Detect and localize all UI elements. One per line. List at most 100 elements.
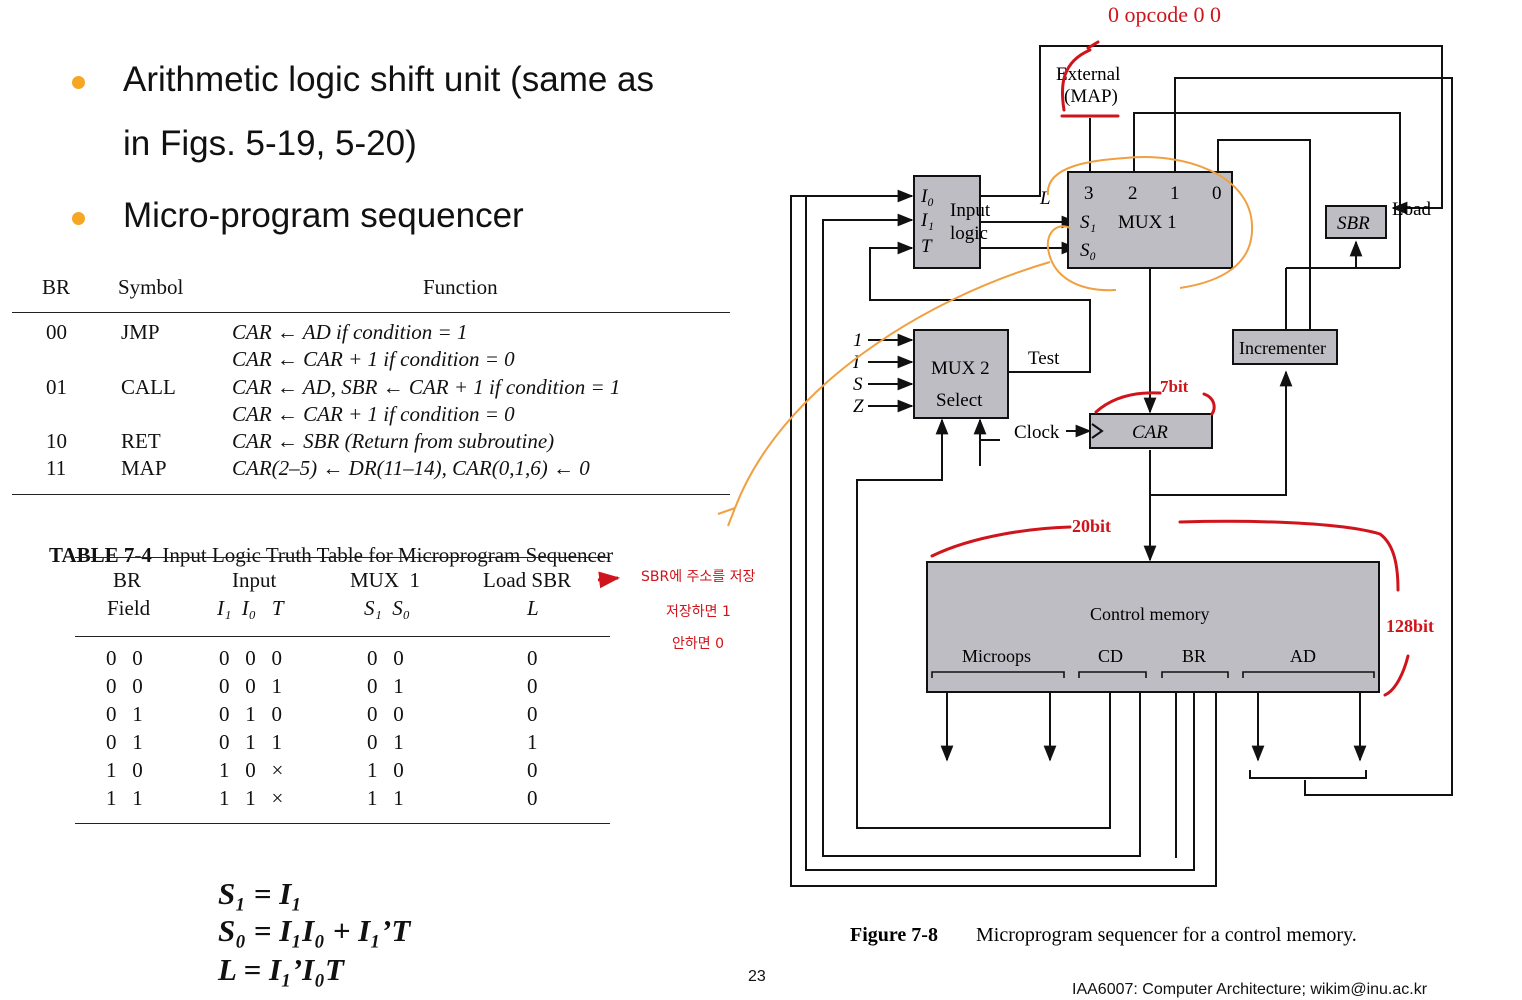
tt-row-input: 0 1 0 [219,702,282,726]
tt-row-mux: 1 0 [367,758,404,782]
truth-table-caption: TABLE 7-4 Input Logic Truth Table for Mi… [28,518,613,593]
clock-label: Clock [1014,422,1060,443]
tt-header-input-bits: I₁ I₀ T [217,596,284,620]
mux2-input-s: S [853,374,863,395]
sbr-note-line1: SBR에 주소를 저장 [641,569,756,585]
bullet-1-line1: Arithmetic logic shift unit (same as [123,60,655,99]
incrementer-label: Incrementer [1239,338,1326,358]
tt-row-mux: 0 0 [367,646,404,670]
mux2-block [913,329,1009,419]
car-bits-annotation: 7bit [1160,377,1189,396]
tt-header-mux: MUX 1 [350,568,421,592]
external-label: External [1056,64,1120,85]
br-table-header-function: Function [423,275,498,299]
mux1-input-2: 2 [1128,183,1138,204]
br-row-br: 01 [46,375,67,399]
br-row-br: 11 [46,456,67,480]
tt-row-input: 0 0 1 [219,674,282,698]
br-row-function: CAR ← SBR (Return from subroutine) [232,429,555,453]
field-ad: AD [1290,646,1316,666]
field-cd: CD [1098,646,1123,666]
tt-header-input: Input [232,568,277,592]
input-logic-label-2: logic [950,223,988,244]
mux2-input-i: I [852,352,861,373]
br-row-symbol: JMP [121,320,160,344]
tt-row-mux: 0 1 [367,674,404,698]
bullet-1-line2: in Figs. 5-19, 5-20) [123,124,417,163]
truth-table-rule [75,636,610,637]
tt-row-input: 0 0 0 [219,646,282,670]
tt-row-load: 0 [527,646,538,670]
width-bits-annotation: 20bit [1072,516,1111,536]
br-table-header-symbol: Symbol [118,275,184,299]
figure-caption-label: Figure 7-8 [850,924,938,946]
truth-table-caption-text: Input Logic Truth Table for Microprogram… [162,543,614,567]
input-i0-label: I₀ [920,186,934,207]
test-label: Test [1028,348,1060,369]
tt-header-br: BR [113,568,142,592]
mux2-input-z: Z [853,396,864,417]
opcode-annotation: 0 opcode 0 0 [1108,2,1221,27]
figure-caption-text: Microprogram sequencer for a control mem… [976,924,1357,946]
br-row-br: 10 [46,429,67,453]
br-row-function: CAR ← AD if condition = 1 [232,320,468,344]
br-row-br: 00 [46,320,67,344]
field-br: BR [1182,646,1206,666]
car-block [1089,413,1213,449]
br-row-function: CAR ← CAR + 1 if condition = 0 [232,347,515,371]
tt-row-br: 0 0 [106,674,143,698]
tt-row-input: 0 1 1 [219,730,282,754]
input-i1-label: I₁ [920,210,934,231]
load-label: Load [1392,199,1432,220]
truth-table-rule [75,557,610,558]
car-label: CAR [1132,422,1168,443]
tt-row-input: 1 0 × [219,758,284,782]
sbr-label: SBR [1337,213,1370,234]
br-table-rule [12,312,730,313]
tt-header-l: L [527,596,539,620]
br-table-header-br: BR [42,275,71,299]
incrementer-block [1232,329,1338,365]
tt-row-mux: 0 1 [367,730,404,754]
equation-l: L = I₁’I₀T [218,952,344,987]
mux1-input-1: 1 [1170,183,1180,204]
tt-row-br: 1 1 [106,786,143,810]
mux2-select-label: Select [936,390,983,411]
equation-s0: S₀ = I₁I₀ + I₁’T [218,913,411,948]
mux1-input-0: 0 [1212,183,1222,204]
field-microops: Microops [962,646,1031,666]
truth-table-caption-label: TABLE 7-4 [49,543,152,567]
br-row-function: CAR ← AD, SBR ← CAR + 1 if condition = 1 [232,375,621,399]
br-row-symbol: CALL [121,375,176,399]
mux1-s0-label: S₀ [1080,240,1096,261]
tt-row-load: 0 [527,674,538,698]
br-table-rule [12,494,730,495]
sbr-note-line3: 안하면 0 [672,636,724,652]
mux1-label: MUX 1 [1118,212,1177,233]
bullet-dot [72,212,85,225]
mux1-s1-label: S₁ [1080,212,1096,233]
tt-row-br: 0 1 [106,730,143,754]
footer-course: IAA6007: Computer Architecture; wikim@in… [1072,981,1428,998]
br-row-function: CAR ← CAR + 1 if condition = 0 [232,402,515,426]
mux2-label: MUX 2 [931,358,990,379]
tt-row-mux: 0 0 [367,702,404,726]
control-memory-label: Control memory [1090,604,1210,624]
br-row-function: CAR(2–5) ← DR(11–14), CAR(0,1,6) ← 0 [232,456,590,480]
tt-header-field: Field [107,596,151,620]
tt-row-load: 0 [527,786,538,810]
mux1-input-3: 3 [1084,183,1094,204]
tt-row-load: 0 [527,758,538,782]
tt-row-input: 1 1 × [219,786,284,810]
mux2-input-1: 1 [853,330,863,351]
bullet-2: Micro-program sequencer [123,196,524,235]
tt-row-br: 0 0 [106,646,143,670]
page-number: 23 [748,968,766,985]
bullet-dot [72,76,85,89]
tt-row-mux: 1 1 [367,786,404,810]
input-t-label: T [921,236,933,257]
external-map-label: (MAP) [1064,86,1118,107]
tt-row-br: 0 1 [106,702,143,726]
input-logic-label-1: Input [950,200,991,221]
